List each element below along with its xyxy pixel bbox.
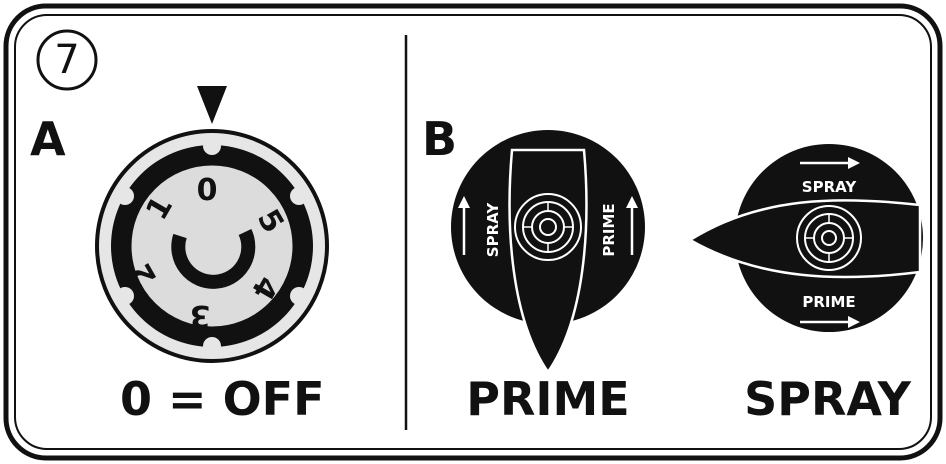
step-number-circle [36, 29, 98, 91]
prime-knob-spray-label: SPRAY [484, 202, 502, 258]
prime-position-caption: PRIME [466, 372, 630, 426]
setting-dial [95, 129, 329, 363]
spray-position-knob [687, 144, 923, 332]
prime-position-knob [451, 130, 645, 375]
dial-pointer-icon [197, 86, 227, 124]
spray-position-caption: SPRAY [744, 372, 911, 426]
prime-knob-prime-label: PRIME [600, 203, 618, 256]
panel-b-letter: B [422, 112, 458, 166]
spray-knob-spray-label: SPRAY [802, 178, 858, 196]
outer-frame [3, 3, 943, 461]
spray-knob-prime-label: PRIME [802, 293, 855, 311]
dial-number-3: 3 [190, 298, 211, 333]
panel-a-letter: A [30, 112, 66, 166]
off-setting-caption: 0 = OFF [120, 372, 325, 426]
dial-number-0: 0 [197, 173, 218, 208]
inner-frame [14, 14, 932, 450]
step-number: 7 [54, 37, 80, 83]
